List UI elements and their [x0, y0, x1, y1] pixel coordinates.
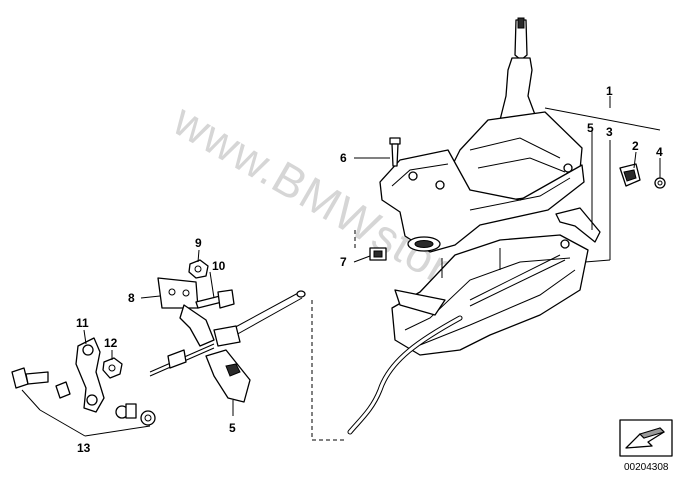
shifter-housing [379, 17, 585, 253]
callout-labels: 1 2 3 4 5 6 7 8 9 10 11 12 13 5 [76, 84, 663, 455]
control-rod [149, 290, 306, 377]
callout-2: 2 [632, 139, 639, 153]
clip-part-2 [619, 163, 641, 187]
callout-10: 10 [212, 259, 226, 273]
leader-lines [21, 96, 661, 441]
callout-9: 9 [195, 236, 202, 250]
clip-part-7 [369, 247, 387, 261]
screw-part-6 [389, 137, 401, 167]
callout-12: 12 [104, 336, 118, 350]
callout-11: 11 [76, 316, 89, 330]
callout-13: 13 [77, 441, 91, 455]
nut-part-12 [102, 357, 123, 379]
shift-cable [347, 254, 566, 435]
bracket-part-8 [157, 277, 215, 347]
bracket-part-5-bottom [205, 349, 251, 403]
callout-5-top: 5 [587, 121, 594, 135]
callout-8: 8 [128, 291, 135, 305]
callout-3: 3 [606, 125, 613, 139]
lever-part-11 [75, 337, 105, 413]
callout-6: 6 [340, 151, 347, 165]
callout-7: 7 [340, 255, 347, 269]
bolt-part-10 [195, 289, 235, 309]
nut-part-9 [188, 259, 209, 279]
callout-4: 4 [656, 145, 663, 159]
washer-part-4 [654, 177, 666, 189]
callout-5-bottom: 5 [229, 421, 236, 435]
callout-1: 1 [606, 84, 613, 98]
bracket-part-5-top [555, 207, 601, 243]
bolt-part-13 [11, 367, 156, 426]
part-code-box: 00204308 [619, 419, 673, 473]
part-code: 00204308 [624, 462, 669, 473]
